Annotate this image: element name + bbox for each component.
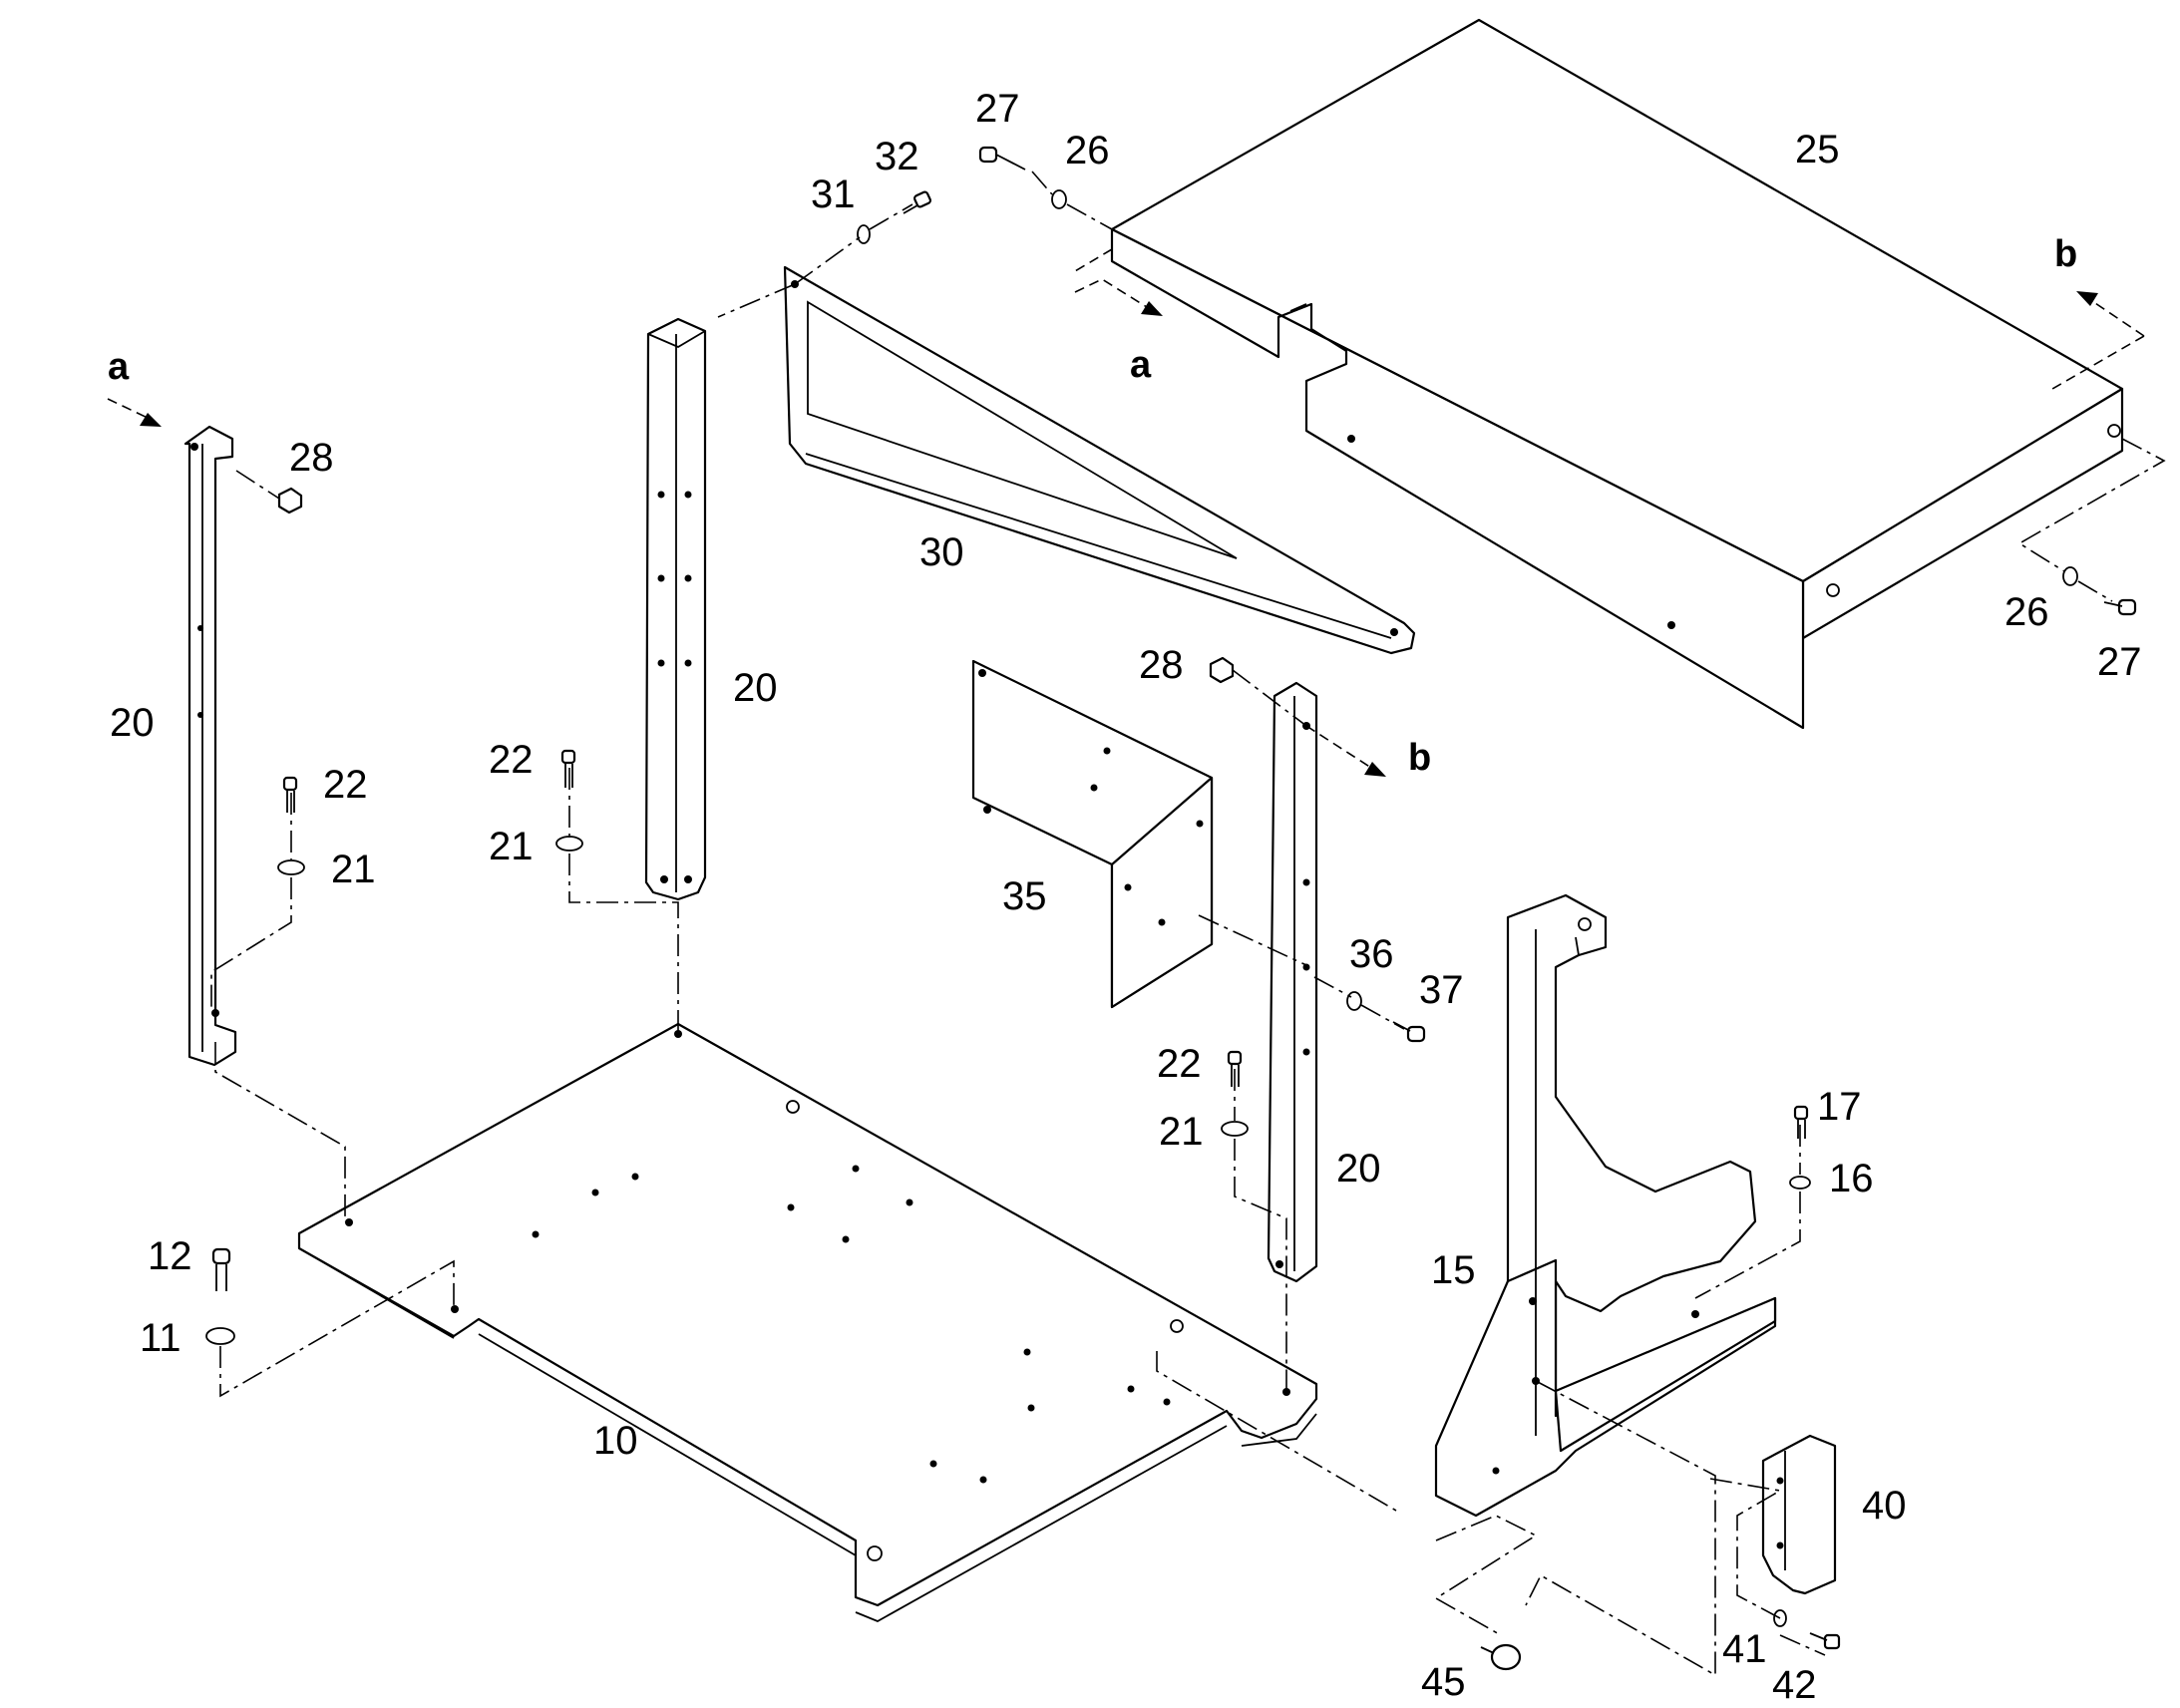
leg-20-middle — [644, 317, 707, 901]
bolt-32 — [903, 190, 931, 214]
label-26-top: 26 — [1065, 129, 1110, 172]
label-21-right: 21 — [1159, 1110, 1204, 1154]
label-27-top: 27 — [975, 87, 1020, 131]
view-marker-b-right: b — [2054, 233, 2077, 275]
washer-26-right — [2062, 566, 2078, 586]
view-marker-labels: a a b b — [108, 233, 2077, 779]
label-28-left: 28 — [289, 436, 334, 480]
nut-28-left — [277, 487, 303, 514]
label-32: 32 — [875, 135, 919, 178]
label-36: 36 — [1349, 932, 1394, 976]
label-30: 30 — [919, 530, 964, 574]
washer-21-right — [1221, 1121, 1249, 1137]
label-21-mid: 21 — [489, 825, 534, 868]
label-28-right: 28 — [1139, 643, 1184, 687]
bracket-40 — [1761, 1434, 1837, 1595]
stand-15 — [1434, 893, 1777, 1518]
label-27-right: 27 — [2097, 640, 2142, 684]
base-plate-10 — [297, 1022, 1318, 1622]
leg-20-right — [1267, 681, 1318, 1283]
nut-28-right — [1209, 656, 1235, 684]
label-10: 10 — [593, 1419, 638, 1463]
label-15: 15 — [1431, 1248, 1476, 1292]
label-11: 11 — [140, 1316, 182, 1360]
view-marker-a-left: a — [108, 346, 130, 388]
label-31: 31 — [811, 172, 856, 216]
bolt-22-mid — [560, 749, 576, 788]
label-20-middle: 20 — [733, 666, 778, 710]
label-20-left: 20 — [110, 701, 155, 745]
plate-35 — [971, 659, 1214, 1009]
bolt-27-top — [978, 146, 1026, 171]
label-26-right: 26 — [2004, 590, 2049, 634]
washer-26-top — [1051, 189, 1067, 209]
label-40: 40 — [1862, 1484, 1907, 1528]
label-22-right: 22 — [1157, 1042, 1202, 1086]
washer-36 — [1346, 991, 1362, 1011]
brace-30 — [783, 265, 1416, 655]
bolt-22-left — [282, 776, 298, 813]
label-25: 25 — [1795, 128, 1840, 171]
bolt-37 — [1392, 1021, 1426, 1043]
label-45: 45 — [1421, 1660, 1466, 1704]
label-22-left: 22 — [323, 763, 368, 807]
view-marker-a-top: a — [1130, 344, 1152, 386]
cover-25 — [1110, 18, 2124, 730]
label-17: 17 — [1817, 1085, 1862, 1129]
part-number-labels: 10 11 12 15 16 17 20 20 20 21 21 21 22 2… — [110, 87, 2142, 1707]
knob-45 — [1480, 1643, 1522, 1671]
label-12: 12 — [148, 1234, 192, 1278]
washer-21-left — [277, 859, 305, 875]
fasteners — [205, 146, 2137, 1671]
bolt-17 — [1793, 1105, 1809, 1139]
view-marker-b-mid: b — [1408, 737, 1431, 779]
assembly-leader-lines — [210, 171, 2166, 1677]
bolt-42 — [1809, 1632, 1841, 1650]
bolt-22-right — [1227, 1050, 1243, 1087]
label-20-right: 20 — [1336, 1147, 1381, 1191]
view-arrows — [107, 248, 2145, 777]
washer-11 — [205, 1327, 235, 1345]
label-22-mid: 22 — [489, 738, 534, 782]
leg-20-left — [183, 425, 237, 1067]
washer-21-mid — [555, 836, 583, 852]
washer-31 — [857, 224, 871, 244]
label-35: 35 — [1002, 874, 1047, 918]
label-21-left: 21 — [331, 848, 376, 891]
label-37: 37 — [1419, 968, 1464, 1012]
label-42: 42 — [1772, 1663, 1817, 1707]
washer-16 — [1789, 1176, 1811, 1190]
bolt-12 — [211, 1247, 231, 1291]
label-16: 16 — [1829, 1157, 1874, 1200]
bolt-27-right — [2103, 598, 2137, 616]
label-41: 41 — [1722, 1627, 1767, 1671]
